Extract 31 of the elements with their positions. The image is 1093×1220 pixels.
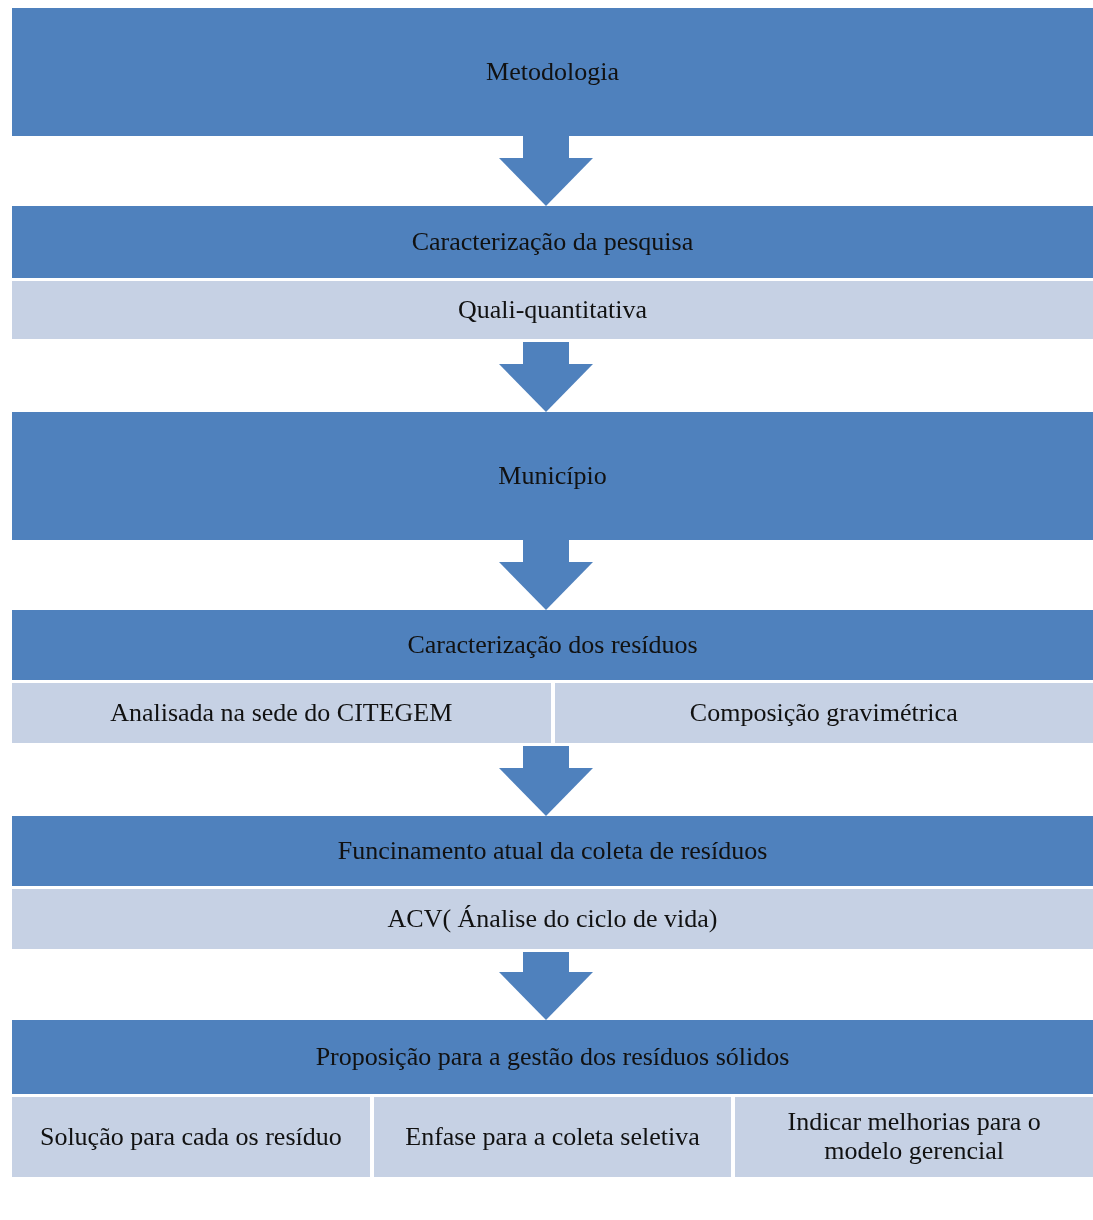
detail-panel xyxy=(554,683,1093,743)
process-band xyxy=(12,816,1093,952)
panel-text: Indicar melhorias para o modelo gerencial xyxy=(786,1108,1042,1166)
detail-panel xyxy=(12,683,551,743)
panel-text: Analisada na sede do CITEGEM xyxy=(110,698,453,728)
band-heading: Proposição para a gestão dos resíduos sólidos xyxy=(315,1040,790,1073)
panel-text: Quali-quantitativa xyxy=(457,295,648,325)
band-heading: Funcinamento atual da coleta de resíduos xyxy=(337,834,768,867)
block-arrow xyxy=(499,952,593,1020)
process-band xyxy=(12,610,1093,746)
process-band xyxy=(12,8,1093,136)
detail-panel xyxy=(373,1097,732,1177)
block-arrow xyxy=(499,136,593,206)
block-arrow xyxy=(499,540,593,610)
detail-panel xyxy=(735,1097,1093,1177)
block-arrow xyxy=(499,746,593,816)
detail-panel xyxy=(12,889,1093,949)
panel-text: ACV( Ánalise do ciclo de vida) xyxy=(387,904,718,934)
process-band xyxy=(12,1020,1093,1180)
band-heading: Caracterização dos resíduos xyxy=(407,628,698,661)
band-heading: Município xyxy=(498,459,607,492)
panel-text: Composição gravimétrica xyxy=(689,698,958,728)
band-heading: Caracterização da pesquisa xyxy=(411,225,694,258)
panel-text: Enfase para a coleta seletiva xyxy=(405,1122,700,1152)
panel-text: Solução para cada os resíduo xyxy=(39,1122,342,1152)
detail-panel xyxy=(12,1097,370,1177)
block-arrow xyxy=(499,342,593,412)
band-heading: Metodologia xyxy=(486,55,619,88)
detail-panel xyxy=(12,281,1093,339)
process-band xyxy=(12,412,1093,540)
process-band xyxy=(12,206,1093,342)
